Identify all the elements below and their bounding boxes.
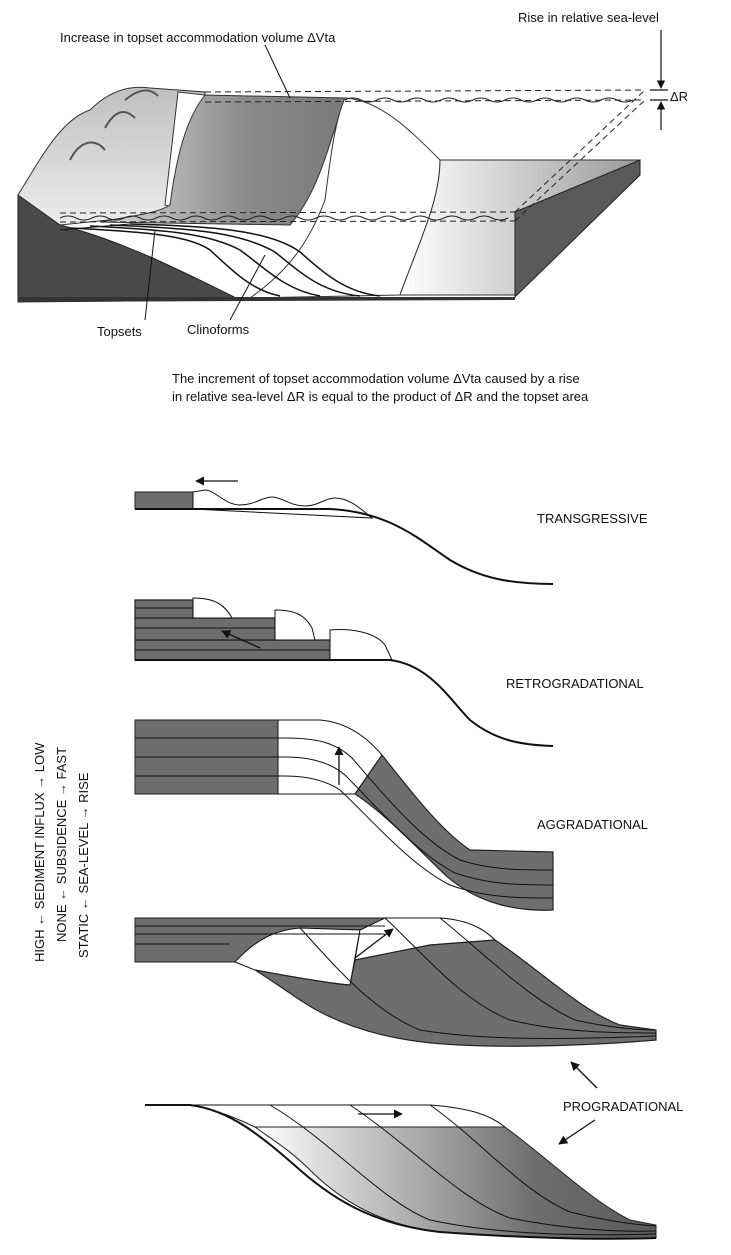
progradational-label: PROGRADATIONAL xyxy=(563,1099,683,1114)
rise-label: Rise in relative sea-level xyxy=(518,10,659,25)
topsets-label: Topsets xyxy=(97,324,142,339)
prog-lower-white-top xyxy=(189,1104,507,1128)
prog-upper-bedding xyxy=(135,917,657,1039)
delta-r-indicator xyxy=(650,30,668,130)
retrogradational-label: RETROGRADATIONAL xyxy=(506,676,644,691)
prog-pointer-up xyxy=(570,1061,598,1089)
clinoforms-label: Clinoforms xyxy=(187,322,250,337)
subsidence-label: NONE ← SUBSIDENCE → FAST xyxy=(54,747,69,942)
transgressive-shelf-deposit xyxy=(134,491,194,510)
delta-r-label: ΔR xyxy=(670,89,688,104)
sea-level-label: STATIC ← SEA-LEVEL → RISE xyxy=(76,772,91,958)
coastal-hills xyxy=(17,86,206,226)
block-base xyxy=(18,297,515,302)
retro-profile-line xyxy=(135,659,554,747)
sea-front-wave xyxy=(59,215,509,221)
aggradational-label: AGGRADATIONAL xyxy=(537,817,648,832)
leader-lines xyxy=(144,44,291,321)
sea-level-box xyxy=(59,89,646,297)
retro-bedding-lines xyxy=(135,607,330,651)
clinoform-lines xyxy=(59,223,381,297)
sea-surface-wave xyxy=(344,97,634,103)
hill-shading xyxy=(69,89,159,161)
prog-upper-slope xyxy=(254,939,657,1047)
retro-middle-parasequence xyxy=(134,617,276,641)
transgressive-label: TRANSGRESSIVE xyxy=(537,511,648,526)
retro-arrow xyxy=(221,630,261,649)
block-diagram-caption: The increment of topset accommodation vo… xyxy=(172,370,692,406)
block-diagram: Rise in relative sea-level ΔR Increase i… xyxy=(17,10,688,339)
progradational-upper-profile xyxy=(134,917,657,1047)
retro-white-wedge-1 xyxy=(329,629,393,661)
caption-line-2: in relative sea-level ΔR is equal to the… xyxy=(172,389,589,404)
prog-lower-lines xyxy=(145,1104,657,1240)
retro-upper-parasequence xyxy=(134,599,194,619)
prog-pointer-down xyxy=(558,1119,596,1145)
aggradational-profile: AGGRADATIONAL xyxy=(134,719,648,911)
topset-volume-label: Increase in topset accommodation volume … xyxy=(60,30,336,45)
transgressive-wavy-surface xyxy=(192,489,374,519)
caption-line-1: The increment of topset accommodation vo… xyxy=(172,371,580,386)
retro-white-wedge-3 xyxy=(192,597,233,619)
transgressive-profile-line xyxy=(135,508,554,585)
slope-plane xyxy=(248,97,441,299)
aggr-bedding-lines xyxy=(135,720,554,899)
progradational-lower-profile: PROGRADATIONAL xyxy=(145,1061,683,1240)
transgressive-profile: TRANSGRESSIVE xyxy=(134,476,648,585)
prog-upper-arrow xyxy=(354,928,394,959)
control-variables: HIGH ← SEDIMENT INFLUX → LOW NONE ← SUBS… xyxy=(32,742,91,962)
sediment-influx-label: HIGH ← SEDIMENT INFLUX → LOW xyxy=(32,742,47,962)
retro-white-wedge-2 xyxy=(274,609,316,641)
block-right-face xyxy=(514,159,641,299)
retrogradational-profile: RETROGRADATIONAL xyxy=(134,597,644,747)
